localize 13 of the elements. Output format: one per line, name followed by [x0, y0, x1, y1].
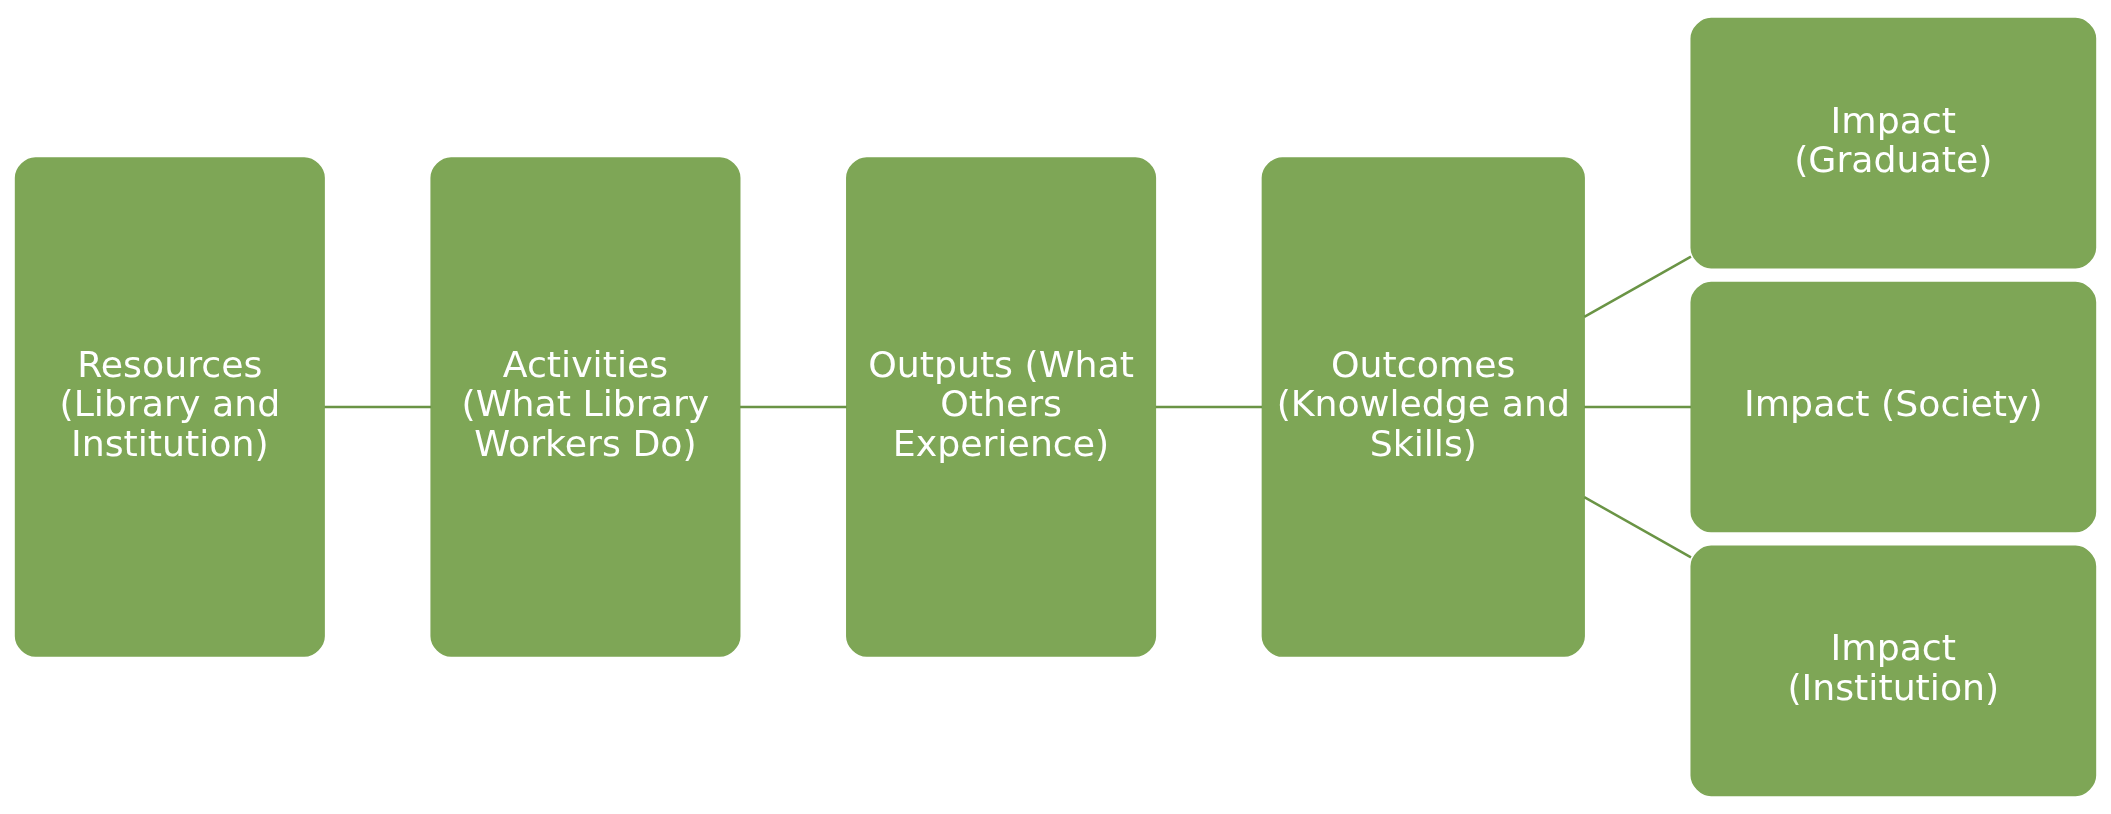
connector: [1584, 405, 1691, 409]
node-box: Outputs (What Others Experience): [846, 157, 1157, 657]
connector: [1155, 405, 1262, 409]
connector: [324, 405, 432, 409]
connector: [1583, 496, 1692, 559]
node-box: Impact (Society): [1690, 281, 2097, 533]
node-box: Impact (Institution): [1690, 545, 2097, 797]
connector: [740, 405, 847, 409]
node-box: Resources (Library and Institution): [14, 157, 325, 657]
node-box: Activities (What Library Workers Do): [430, 157, 741, 657]
node-box: Impact (Graduate): [1690, 17, 2097, 269]
node-box: Outcomes (Knowledge and Skills): [1261, 157, 1585, 657]
connector: [1583, 255, 1692, 318]
